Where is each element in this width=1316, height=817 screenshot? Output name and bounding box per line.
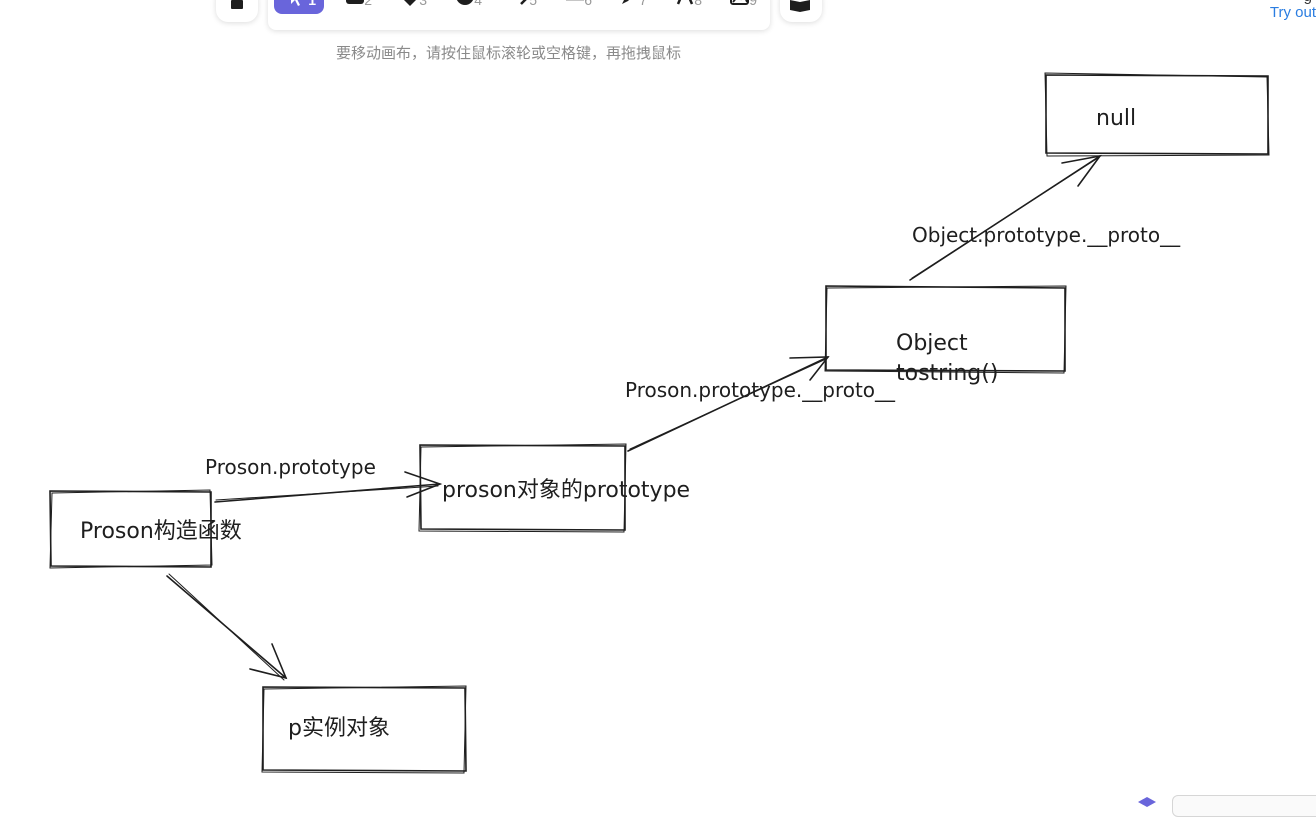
rectangle-icon	[346, 0, 364, 4]
object-box[interactable]	[824, 285, 1067, 374]
tool-shortcut: 9	[749, 0, 757, 8]
tool-selection[interactable]: 1	[274, 0, 324, 14]
object-label: Object	[896, 331, 968, 356]
arrow-object-proto[interactable]	[909, 154, 1102, 281]
edge-label-proson-prototype: Proson.prototype	[205, 455, 376, 479]
tool-shortcut: 5	[529, 0, 537, 8]
constructor-box[interactable]	[49, 489, 213, 569]
tool-draw[interactable]: 7	[605, 0, 655, 14]
image-icon	[730, 0, 749, 5]
tool-line[interactable]: 6	[550, 0, 600, 14]
instance-box[interactable]	[261, 685, 467, 774]
tool-shortcut: 8	[694, 0, 702, 8]
library-button[interactable]	[780, 0, 822, 22]
tool-rectangle[interactable]: 2	[330, 0, 380, 14]
corner-links: g Try out	[1256, 0, 1316, 34]
instance-label: p实例对象	[288, 716, 390, 741]
try-out-link[interactable]: Try out	[1269, 4, 1316, 21]
pointer-icon	[291, 0, 300, 6]
tool-text[interactable]: 8	[660, 0, 710, 14]
edge-label-proson-proto: Proson.prototype.__proto__	[625, 378, 896, 402]
cut-off-text: g	[1304, 0, 1312, 5]
arrow-prototype-proto[interactable]	[627, 356, 830, 452]
prototype-box[interactable]	[418, 443, 627, 533]
shape-toolbar: 1 2 3 4 5 6 7	[268, 0, 770, 30]
tool-diamond[interactable]: 3	[385, 0, 435, 14]
bottom-panel[interactable]	[1172, 795, 1316, 817]
tool-ellipse[interactable]: 4	[440, 0, 490, 14]
book-icon	[790, 0, 810, 12]
tool-shortcut: 6	[584, 0, 592, 8]
pencil-icon	[622, 0, 629, 4]
tool-shortcut: 2	[364, 0, 372, 8]
lock-button[interactable]	[216, 0, 258, 22]
tostring-label: tostring()	[896, 361, 998, 386]
tool-shortcut: 4	[474, 0, 482, 8]
hint-text: 要移动画布，请按住鼠标滚轮或空格键，再拖拽鼠标	[336, 44, 682, 62]
diamond-icon	[404, 0, 416, 6]
tool-image[interactable]: 9	[715, 0, 765, 14]
edge-label-object-proto: Object.prototype.__proto__	[912, 223, 1181, 247]
tool-shortcut: 1	[308, 0, 316, 8]
prototype-box-label: proson对象的prototype	[442, 478, 690, 503]
arrow-icon	[520, 0, 527, 5]
ellipse-icon	[456, 0, 474, 5]
tool-shortcut: 3	[419, 0, 427, 8]
arrow-proson-prototype[interactable]	[214, 471, 443, 503]
tool-shortcut: 7	[639, 0, 647, 8]
arrow-constructor-instance[interactable]	[166, 573, 288, 681]
lock-icon	[231, 0, 243, 9]
null-box[interactable]	[1044, 72, 1270, 157]
tool-arrow[interactable]: 5	[495, 0, 545, 14]
constructor-label: Proson构造函数	[80, 519, 242, 544]
cube-icon	[1138, 797, 1156, 807]
null-label: null	[1096, 106, 1136, 131]
